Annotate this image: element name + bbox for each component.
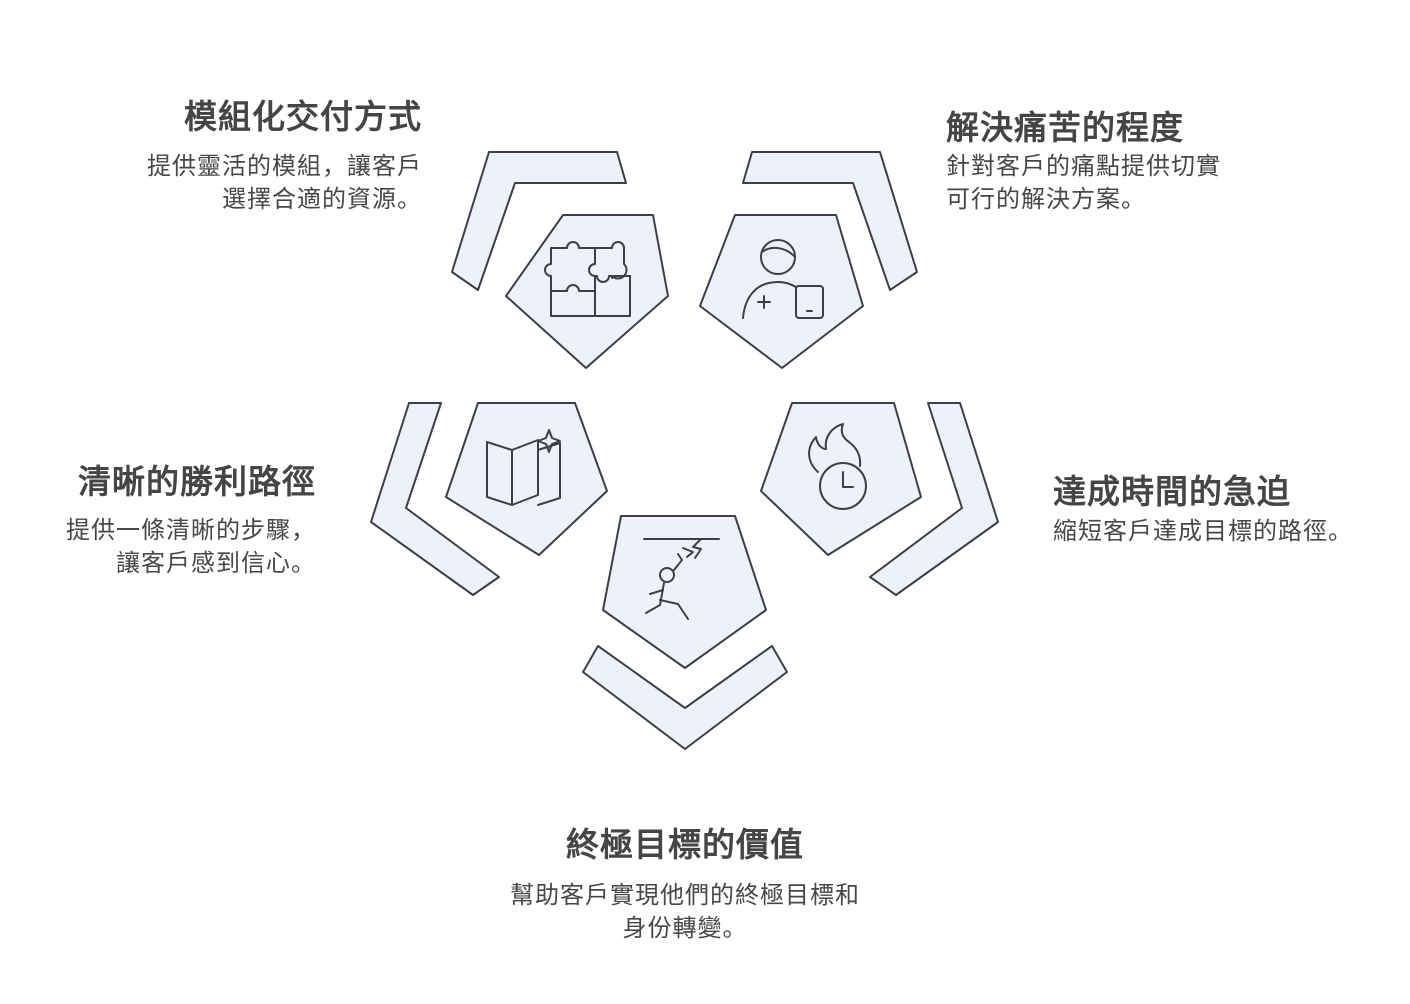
- path-title: 清晰的勝利路徑: [78, 462, 316, 501]
- urgency-pentagon: [760, 402, 922, 556]
- pain-title: 解決痛苦的程度: [946, 108, 1184, 147]
- climber-goal-icon: [643, 538, 720, 620]
- path-description: 提供一條清晰的步驟， 讓客戶感到信心。: [66, 516, 316, 577]
- pain-chevron: [742, 151, 918, 291]
- modular-chevron: [451, 151, 627, 291]
- value-chevron: [582, 645, 788, 750]
- urgency-description: 縮短客戶達成目標的路徑。: [1053, 517, 1353, 545]
- pain-pentagon: [699, 214, 864, 369]
- value-pentagon: [602, 515, 767, 669]
- modular-title: 模組化交付方式: [184, 97, 422, 136]
- path-chevron: [370, 402, 500, 596]
- urgency-chevron: [869, 402, 999, 596]
- pain-description: 針對客戶的痛點提供切實 可行的解決方案。: [946, 152, 1221, 213]
- puzzle-icon: [544, 241, 631, 317]
- value-description: 幫助客戶實現他們的終極目標和 身份轉變。: [510, 881, 860, 942]
- map-sparkle-icon: [486, 429, 561, 506]
- urgency-title: 達成時間的急迫: [1053, 472, 1291, 511]
- modular-description: 提供靈活的模組，讓客戶 選擇合適的資源。: [147, 152, 422, 213]
- path-pentagon: [445, 402, 608, 556]
- fire-clock-icon: [808, 423, 867, 510]
- doctor-tablet-icon: [742, 239, 824, 319]
- value-title: 終極目標的價值: [566, 825, 804, 864]
